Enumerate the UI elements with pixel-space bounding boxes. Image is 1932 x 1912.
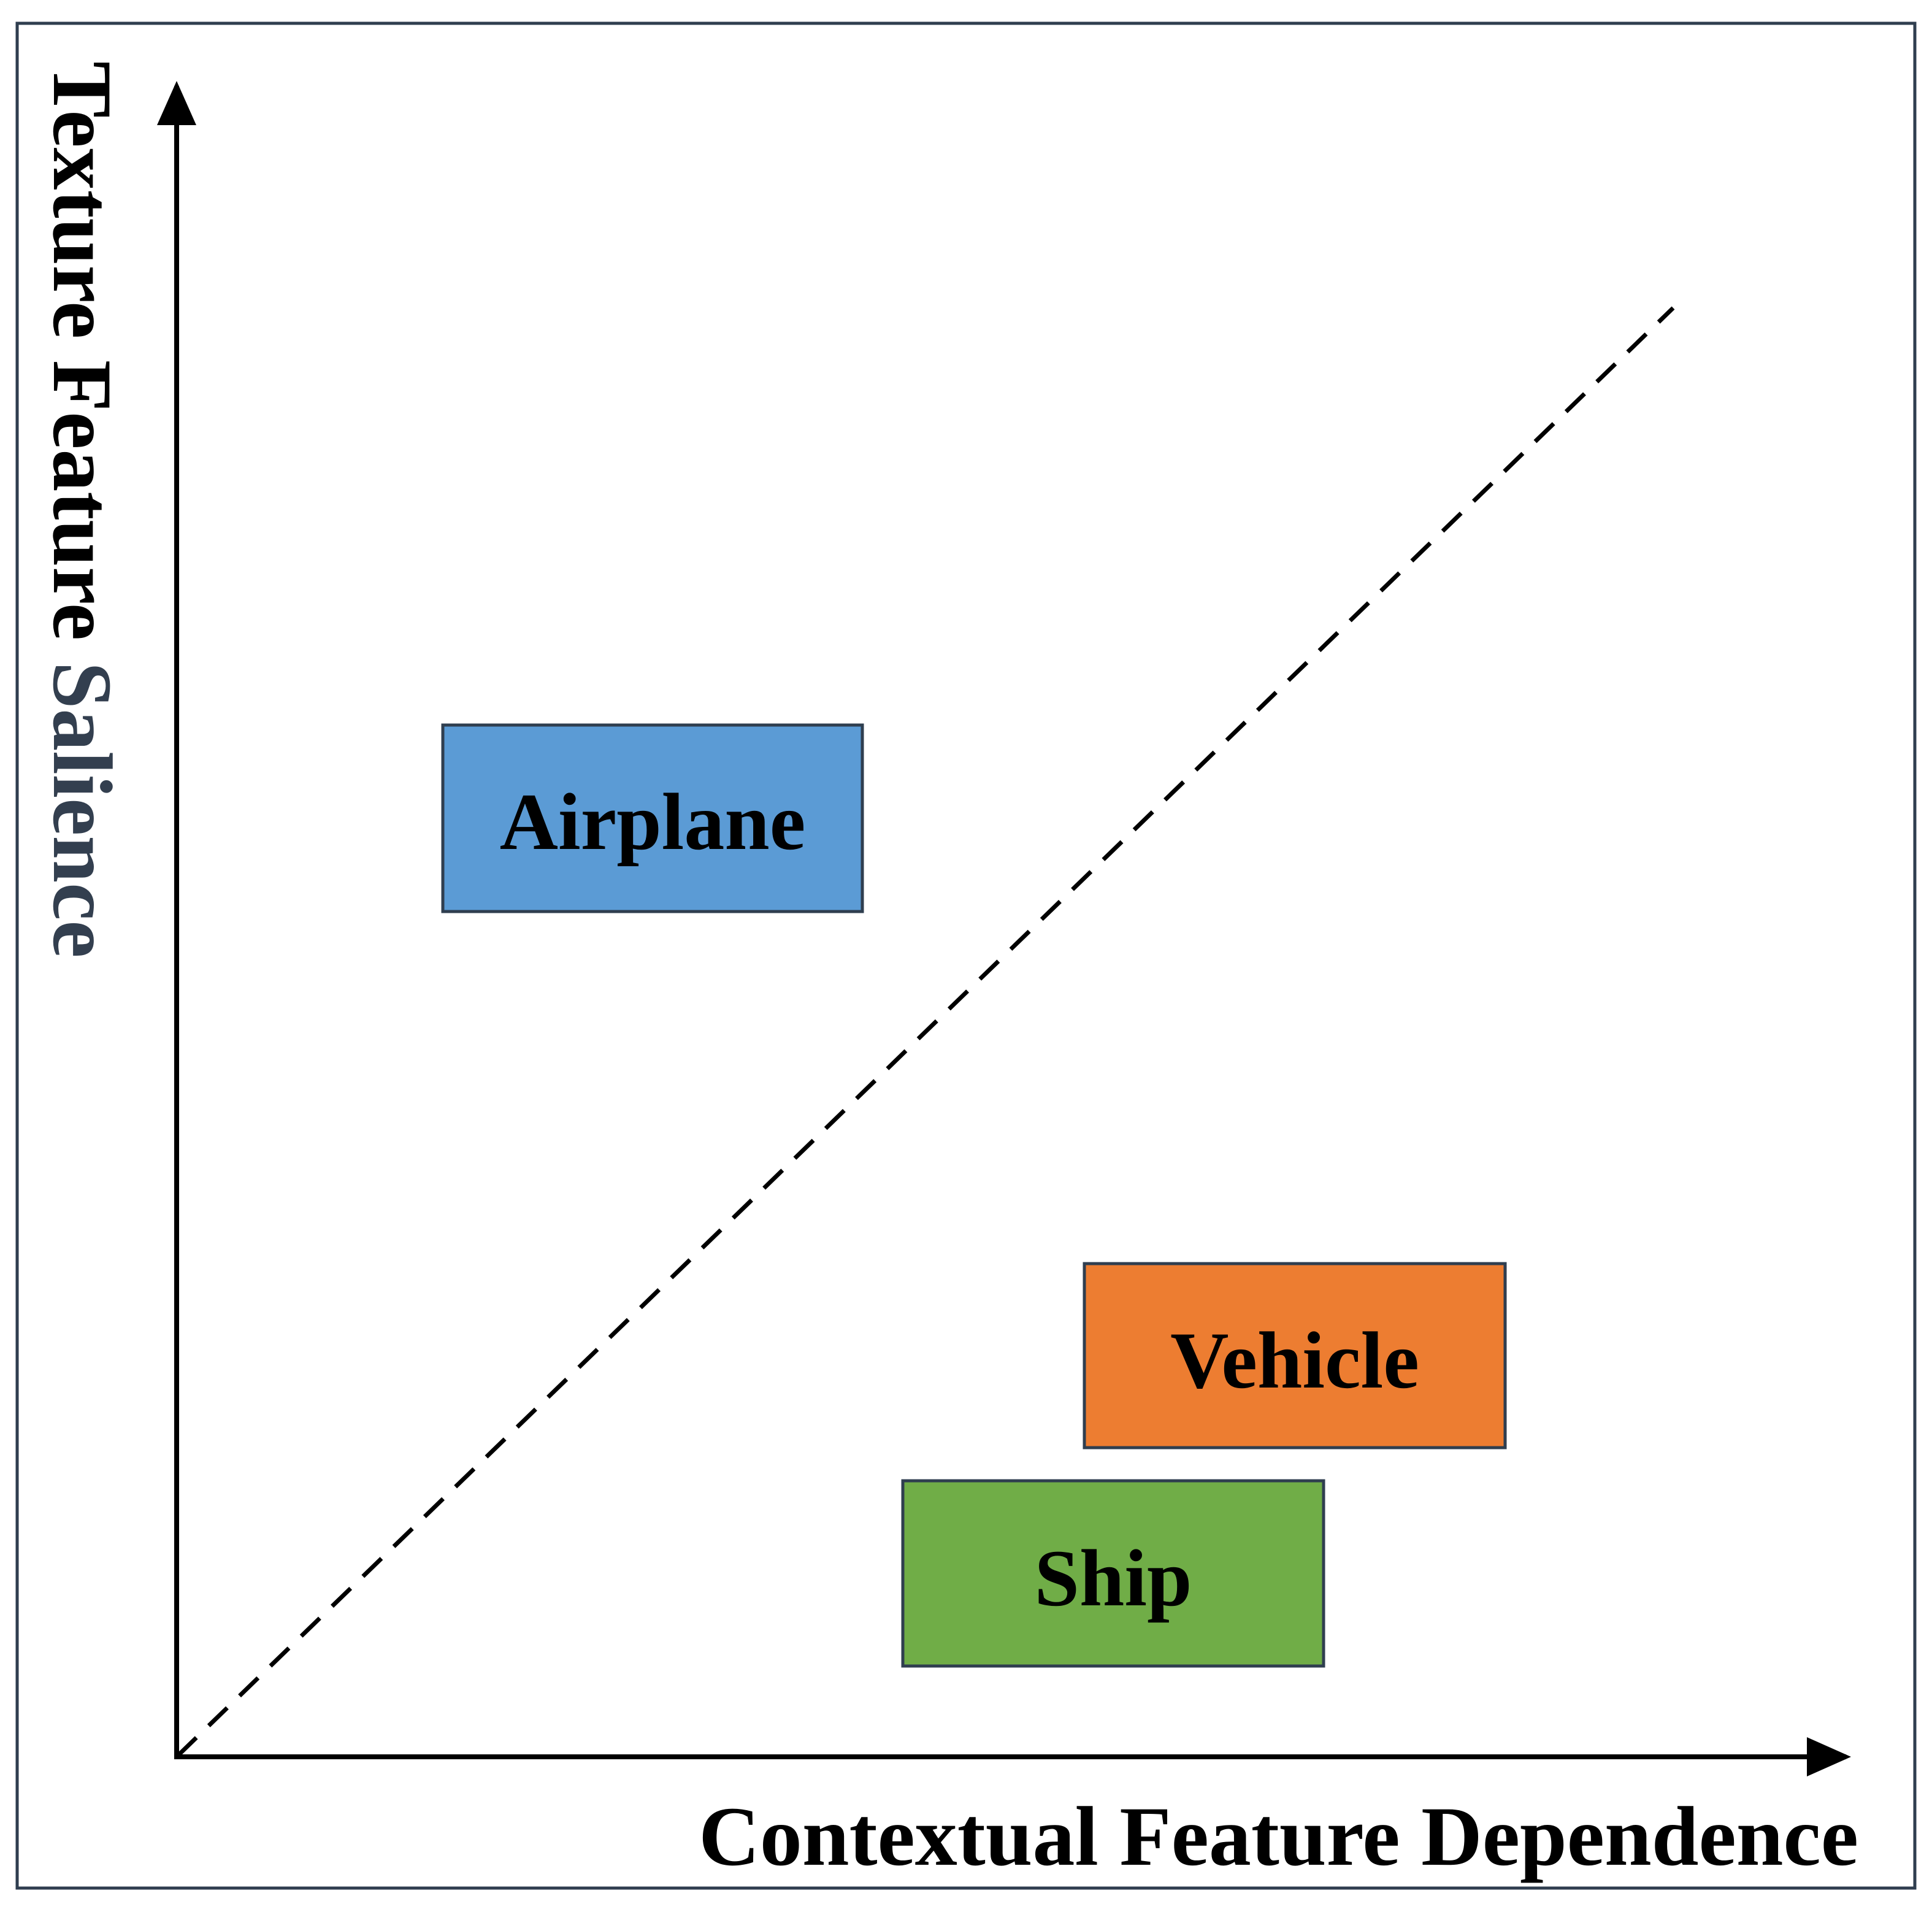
y-axis-label-part2: Salience (36, 662, 129, 958)
airplane-box: Airplane (441, 723, 864, 913)
vehicle-box: Vehicle (1083, 1262, 1507, 1449)
diagonal-dashed-line (176, 306, 1675, 1757)
x-axis-label: Contextual Feature Dependence (699, 1789, 1858, 1883)
y-axis-label-part1: Texture Feature (36, 61, 129, 662)
outer-frame (15, 21, 1917, 1890)
ship-box-rect (901, 1479, 1325, 1668)
ship-label: Ship (1035, 1533, 1192, 1623)
airplane-label: Airplane (500, 777, 806, 867)
y-axis-label: Texture Feature Salience (36, 61, 129, 958)
airplane-box-rect (441, 723, 864, 913)
vehicle-box-rect (1083, 1262, 1507, 1449)
vehicle-label: Vehicle (1170, 1315, 1419, 1405)
ship-box: Ship (901, 1479, 1325, 1668)
